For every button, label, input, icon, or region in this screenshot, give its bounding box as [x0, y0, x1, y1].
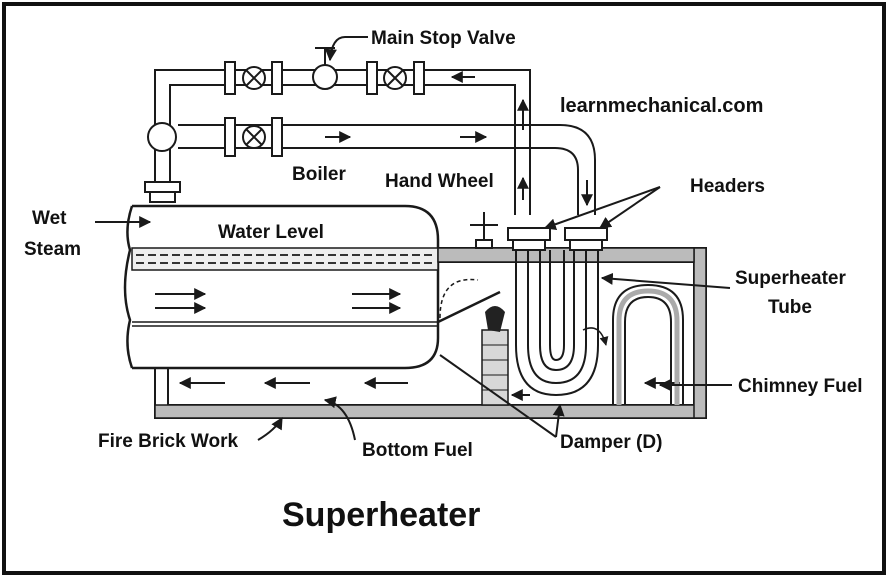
- upper-gate-valve-2: [366, 61, 425, 95]
- label-headers: Headers: [690, 176, 765, 197]
- boiler-flange-lower: [149, 191, 176, 203]
- label-fire-brick-work: Fire Brick Work: [98, 431, 239, 452]
- chimney-tube: [612, 283, 684, 405]
- label-hand-wheel: Hand Wheel: [385, 171, 494, 192]
- label-chimney-fuel: Chimney Fuel: [738, 376, 863, 397]
- main-stop-valve-icon: [312, 47, 338, 90]
- label-tube: Tube: [768, 297, 812, 318]
- junction-valve-icon: [147, 122, 177, 152]
- label-damper: Damper (D): [560, 432, 662, 453]
- fire-brick-setting: [154, 247, 707, 419]
- headers: [507, 227, 608, 251]
- superheater-tubes: [515, 250, 599, 397]
- label-superheater: Superheater: [735, 268, 846, 289]
- label-main-stop-valve: Main Stop Valve: [371, 28, 516, 49]
- label-steam: Steam: [24, 239, 81, 260]
- watermark-site: learnmechanical.com: [560, 95, 763, 117]
- pipe-flow-arrows: [156, 71, 593, 240]
- lower-gate-valve: [224, 117, 283, 157]
- upper-gate-valve-1: [224, 61, 283, 95]
- gas-flow-arrow: [582, 327, 609, 346]
- diagram-title: Superheater: [282, 496, 480, 534]
- label-boiler: Boiler: [292, 164, 346, 185]
- label-wet: Wet: [32, 208, 67, 229]
- hand-wheel-icon: [470, 212, 498, 249]
- label-bottom-fuel: Bottom Fuel: [362, 440, 473, 461]
- leader-lines: [95, 36, 732, 441]
- damper: [437, 278, 505, 332]
- boiler-flange: [144, 181, 181, 193]
- label-water-level: Water Level: [218, 222, 324, 243]
- boiler-shell: [123, 204, 440, 370]
